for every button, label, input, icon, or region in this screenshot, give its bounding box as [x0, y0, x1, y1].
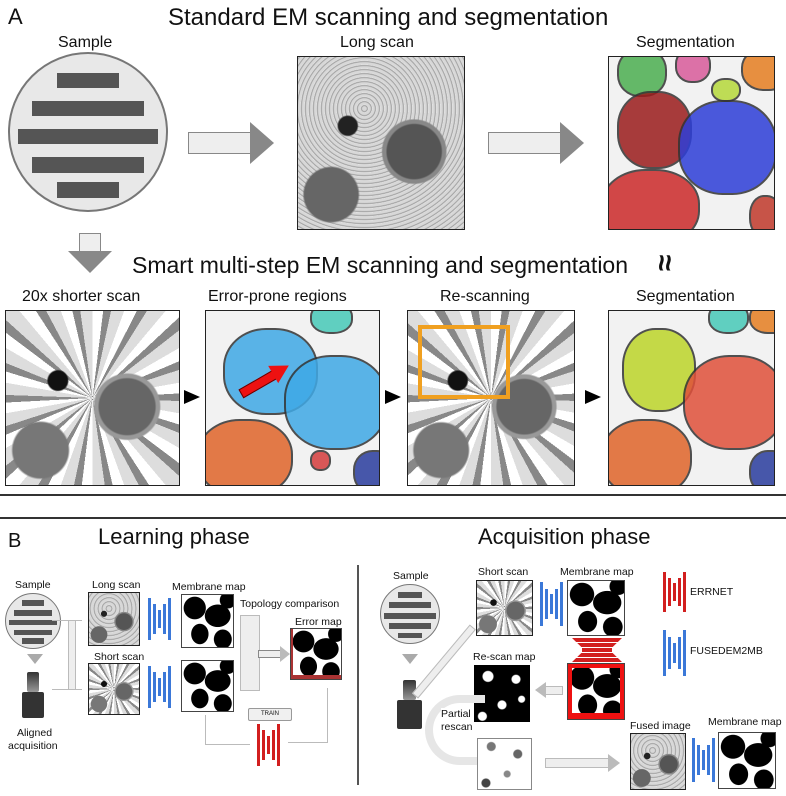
learning-phase-title: Learning phase — [98, 524, 250, 549]
panel-a-letter: A — [8, 4, 23, 29]
final-membrane-map — [718, 732, 776, 789]
curved-arrow-icon — [425, 695, 485, 765]
rescan-map-label: Re-scan map — [473, 651, 536, 663]
membrane-map-long — [181, 594, 234, 648]
train-button: TRAIN — [248, 708, 292, 721]
short-scan-image — [5, 310, 180, 486]
acq-sample-label: Sample — [393, 570, 429, 582]
fusedem2mb-network-icon — [148, 598, 171, 640]
train-label: TRAIN — [261, 711, 279, 717]
partial-label: Partial — [441, 708, 471, 720]
short-scan-label: Short scan — [94, 651, 145, 663]
acquisition-label: acquisition — [8, 740, 58, 752]
error-regions-label: Error-prone regions — [208, 288, 347, 305]
segmentation-image — [608, 56, 775, 230]
arrow-left-icon — [545, 686, 563, 695]
acq-short-scan-label: Short scan — [478, 566, 529, 578]
errnet-legend-icon — [663, 572, 686, 612]
errnet-stack-icon — [572, 638, 622, 662]
long-scan-label: Long scan — [92, 579, 141, 591]
long-scan-thumbnail — [88, 592, 140, 646]
membrane-map-short — [181, 660, 234, 712]
error-regions-image — [205, 310, 380, 486]
arrow-right-black-icon — [184, 390, 200, 404]
arrow-right-black-icon — [585, 390, 601, 404]
error-map-label: Error map — [295, 616, 342, 628]
acq-membrane-map-label: Membrane map — [560, 566, 634, 578]
rescan-region-outline — [418, 325, 510, 399]
panel-b-letter: B — [8, 530, 22, 552]
errnet-legend-label: ERRNET — [690, 586, 734, 598]
long-scan-image — [297, 56, 465, 230]
acquisition-phase-title: Acquisition phase — [478, 524, 651, 549]
learning-sample-label: Sample — [15, 579, 51, 591]
errnet-network-icon — [257, 724, 280, 766]
arrow-down-icon — [402, 654, 418, 664]
short-scan-label: 20x shorter scan — [22, 288, 141, 305]
merge-arrow-icon — [240, 615, 260, 691]
final-segmentation-image — [608, 310, 775, 486]
arrow-down-icon — [27, 654, 43, 664]
divider — [0, 517, 786, 519]
rescan-label: rescan — [441, 721, 473, 733]
sample-icon — [8, 52, 168, 212]
acq-short-scan-thumbnail — [476, 580, 533, 636]
arrow-right-black-icon — [385, 390, 401, 404]
fusedem2mb-legend-label: FUSEDEM2MB — [690, 645, 763, 657]
segmentation2-label: Segmentation — [636, 288, 735, 305]
acq-membrane-map — [567, 580, 625, 636]
aligned-label: Aligned — [17, 727, 53, 739]
error-map-image — [290, 628, 342, 680]
short-scan-thumbnail — [88, 663, 140, 715]
segmentation-label: Segmentation — [636, 34, 735, 51]
sample-label: Sample — [58, 34, 113, 51]
long-scan-label: Long scan — [340, 34, 414, 51]
acq-error-map — [567, 663, 625, 720]
fusedem2mb-network-icon — [540, 582, 563, 626]
fusedem2mb-network-icon — [148, 666, 171, 708]
arrow-down-head-icon — [68, 251, 112, 273]
title-smart: Smart multi-step EM scanning and segment… — [132, 252, 629, 278]
arrow-down-icon — [79, 233, 101, 251]
title-standard: Standard EM scanning and segmentation — [168, 4, 609, 31]
divider — [0, 494, 786, 496]
branch-arrow-icon — [68, 620, 76, 690]
membrane-map-label: Membrane map — [172, 581, 246, 593]
microscope-icon — [397, 680, 422, 730]
topology-comparison-label: Topology comparison — [240, 598, 340, 610]
sample-icon — [5, 593, 61, 649]
vertical-divider — [357, 565, 359, 785]
branch-arrow-icon — [52, 620, 82, 690]
fusedem2mb-legend-icon — [663, 630, 686, 676]
partial-rescan-image — [477, 738, 532, 790]
feed-arrow-icon — [288, 688, 328, 743]
fused-image — [630, 733, 686, 790]
rescanning-label: Re-scanning — [440, 288, 530, 305]
sample-icon — [380, 584, 440, 644]
microscope-icon — [22, 672, 44, 720]
feed-arrow-icon — [205, 715, 250, 745]
fusedem2mb-network-icon — [692, 738, 715, 782]
arrow-left-head-icon — [535, 682, 546, 698]
fused-image-label: Fused image — [630, 720, 691, 732]
final-membrane-map-label: Membrane map — [708, 716, 782, 728]
approx-symbol: ≈ — [648, 254, 682, 272]
